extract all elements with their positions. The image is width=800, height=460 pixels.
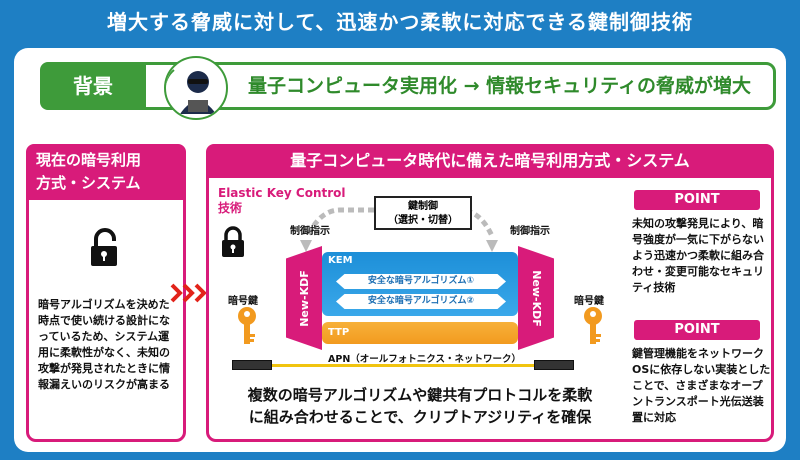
key-control-line1: 鍵制御 xyxy=(408,201,438,212)
point-2-badge: POINT xyxy=(634,320,760,340)
background-label: 背景 xyxy=(40,62,146,110)
lock-open-icon xyxy=(88,228,124,272)
network-device-right xyxy=(534,360,574,370)
kem-label: KEM xyxy=(328,255,353,266)
current-system-title: 現在の暗号利用 方式・システム xyxy=(26,144,186,200)
control-instruction-left: 制御指示 xyxy=(290,226,330,237)
kdf-left: New-KDF xyxy=(286,246,322,350)
chevron-right-icon xyxy=(170,283,214,307)
control-instruction-right: 制御指示 xyxy=(510,226,550,237)
ttp-pipe: TTP xyxy=(322,322,518,344)
lock-closed-icon xyxy=(220,226,246,262)
kdf-right: New-KDF xyxy=(518,246,554,350)
point-2-text: 鍵管理機能をネットワークOSに依存しない実装としたことで、さまざまなオープントラ… xyxy=(632,347,771,424)
conclusion-line1: 複数の暗号アルゴリズムや鍵共有プロトコルを柔軟 xyxy=(247,386,593,404)
current-system-title-line1: 現在の暗号利用 xyxy=(36,151,142,169)
algo-2-arrow: 安全な暗号アルゴリズム② xyxy=(336,294,506,309)
new-system-title: 量子コンピュータ時代に備えた暗号利用方式・システム xyxy=(206,144,774,178)
key-control-box: 鍵制御 （選択・切替） xyxy=(374,196,472,230)
crypto-key-left-label: 暗号鍵 xyxy=(228,296,258,307)
network-device-left xyxy=(232,360,272,370)
key-icon xyxy=(236,306,258,350)
kdf-left-label: New-KDF xyxy=(297,269,311,327)
background-text: 量子コンピュータ実用化 → 情報セキュリティの脅威が増大 xyxy=(248,75,752,97)
conclusion-line2: に組み合わせることで、クリプトアジリティを確保 xyxy=(248,408,592,426)
page-title: 増大する脅威に対して、迅速かつ柔軟に対応できる鍵制御技術 xyxy=(107,10,693,34)
hacker-icon xyxy=(164,56,228,120)
point-1-badge: POINT xyxy=(634,190,760,210)
conclusion-text: 複数の暗号アルゴリズムや鍵共有プロトコルを柔軟 に組み合わせることで、クリプトア… xyxy=(220,384,620,428)
ekc-label-line2: 技術 xyxy=(218,201,243,215)
key-icon xyxy=(582,306,604,350)
apn-line xyxy=(268,364,538,367)
ekc-label: Elastic Key Control 技術 xyxy=(218,186,358,216)
ekc-label-line1: Elastic Key Control xyxy=(218,186,346,200)
kdf-right-label: New-KDF xyxy=(529,269,543,327)
background-banner xyxy=(40,62,776,110)
current-system-description: 暗号アルゴリズムを決めた時点で使い続ける設計になっているため、システム運用に柔軟… xyxy=(38,298,170,391)
algo-1-arrow: 安全な暗号アルゴリズム① xyxy=(336,274,506,289)
current-system-title-line2: 方式・システム xyxy=(36,174,141,192)
apn-label: APN（オールフォトニクス・ネットワーク） xyxy=(328,354,521,365)
key-control-line2: （選択・切替） xyxy=(388,215,458,226)
crypto-key-right-label: 暗号鍵 xyxy=(574,296,604,307)
point-1-text: 未知の攻撃発見により、暗号強度が一気に下がらないよう迅速かつ柔軟に組み合わせ・変… xyxy=(632,217,764,294)
